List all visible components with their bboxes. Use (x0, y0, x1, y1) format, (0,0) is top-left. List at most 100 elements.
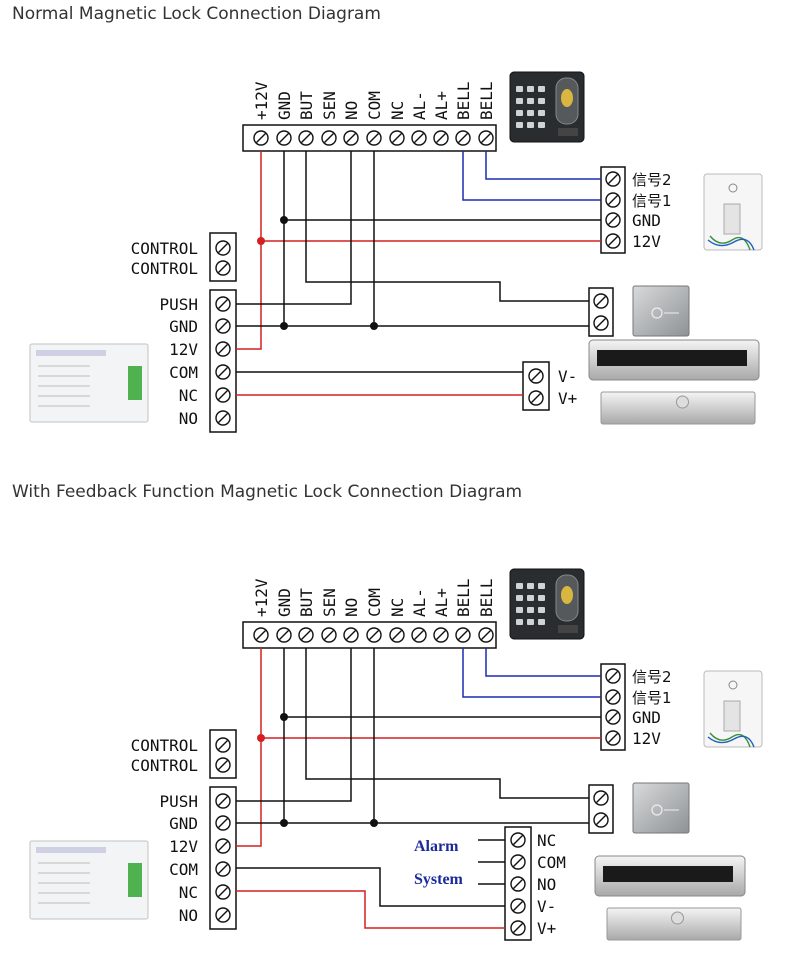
doorbell-screw (605, 192, 621, 208)
controller-screw (253, 627, 269, 643)
power-terminal-label: NC (179, 883, 198, 902)
power-terminal-label: PUSH (159, 792, 198, 811)
doorbell-terminal-label: GND (632, 211, 661, 230)
power-screw (215, 318, 231, 334)
power-terminal-block (209, 289, 237, 433)
wire-no-push (236, 151, 352, 305)
controller-screw (411, 130, 427, 146)
power-terminal-label: COM (169, 363, 198, 382)
doorbell-terminal-label: 信号2 (632, 668, 672, 686)
lock-terminal-label: V- (558, 367, 577, 386)
alarm-label: Alarm (414, 838, 459, 855)
controller-screw (389, 627, 405, 643)
junction-dot (257, 734, 265, 742)
controller-terminal-label: SEN (320, 588, 339, 617)
magnetic-lock-icon (588, 339, 760, 425)
doorbell-terminal-label: 12V (632, 729, 661, 748)
wire-but (305, 648, 589, 799)
controller-screw (321, 627, 337, 643)
controller-terminal-label: BELL (454, 81, 473, 120)
lock-terminal-label: V+ (558, 389, 577, 408)
controller-terminal-label: GND (275, 91, 294, 120)
power-terminal-label: NO (179, 906, 198, 925)
power-terminal-label: GND (169, 814, 198, 833)
controller-terminal-label: SEN (320, 91, 339, 120)
doorbell-icon (703, 173, 763, 251)
power-terminal-label: NC (179, 386, 198, 405)
exit-button-screw (593, 315, 609, 331)
power-terminal-label: NO (179, 409, 198, 428)
junction-dot (280, 713, 288, 721)
controller-screw (478, 627, 494, 643)
lock-terminal-label: NO (537, 875, 556, 894)
wire-but (305, 151, 589, 302)
controller-terminal-label: AL- (410, 588, 429, 617)
power-screw (215, 815, 231, 831)
controller-screw (298, 130, 314, 146)
junction-dot (370, 819, 378, 827)
control-screw (215, 260, 231, 276)
lock-screw (510, 832, 526, 848)
control-screw (215, 737, 231, 753)
controller-screw (343, 627, 359, 643)
controller-screw (276, 627, 292, 643)
doorbell-screw (605, 709, 621, 725)
junction-dot (280, 322, 288, 330)
doorbell-terminal-label: 信号1 (632, 192, 672, 210)
power-screw (215, 793, 231, 809)
lock-terminal-label: NC (537, 831, 556, 850)
wire-bell-2 (485, 151, 601, 180)
power-terminal-block (209, 786, 237, 930)
power-terminal-label: 12V (169, 340, 198, 359)
wire-12v (236, 648, 262, 847)
power-screw (215, 410, 231, 426)
controller-terminal-label: COM (365, 91, 384, 120)
power-screw (215, 341, 231, 357)
lock-screw (528, 368, 544, 384)
controller-screw (366, 130, 382, 146)
control-terminal-label: CONTROL (131, 259, 198, 278)
controller-screw (298, 627, 314, 643)
doorbell-terminal-label: 12V (632, 232, 661, 251)
power-terminal-label: COM (169, 860, 198, 879)
controller-terminal-label: BUT (297, 91, 316, 120)
power-supply-icon (29, 840, 149, 920)
lock-terminal-label: COM (537, 853, 566, 872)
exit-button-screw (593, 293, 609, 309)
control-terminal-label: CONTROL (131, 756, 198, 775)
lock-screw (510, 920, 526, 936)
controller-terminal-label: BELL (477, 81, 496, 120)
power-terminal-label: GND (169, 317, 198, 336)
doorbell-screw (605, 668, 621, 684)
junction-dot (280, 216, 288, 224)
wire-nc-lock (236, 890, 505, 929)
controller-screw (276, 130, 292, 146)
controller-screw (343, 130, 359, 146)
wire-bell-1 (462, 648, 601, 698)
power-screw (215, 296, 231, 312)
power-screw (215, 364, 231, 380)
diagram2-title: With Feedback Function Magnetic Lock Con… (12, 482, 523, 502)
fingerprint-keypad-icon (509, 568, 585, 640)
exit-button-screw (593, 812, 609, 828)
wire-bell-1 (462, 151, 601, 201)
controller-screw (433, 627, 449, 643)
doorbell-terminal-label: 信号1 (632, 689, 672, 707)
controller-terminal-label: BUT (297, 588, 316, 617)
controller-terminal-label: NC (388, 101, 407, 120)
lock-screw (528, 390, 544, 406)
controller-terminal-label: NO (342, 598, 361, 617)
controller-screw (478, 130, 494, 146)
control-terminal-label: CONTROL (131, 239, 198, 258)
controller-terminal-label: COM (365, 588, 384, 617)
lock-screw (510, 898, 526, 914)
power-screw (215, 838, 231, 854)
fingerprint-keypad-icon (509, 71, 585, 143)
lock-terminal-label: V- (537, 897, 556, 916)
controller-terminal-label: AL- (410, 91, 429, 120)
exit-button-icon (632, 782, 690, 834)
junction-dot (370, 322, 378, 330)
control-screw (215, 240, 231, 256)
